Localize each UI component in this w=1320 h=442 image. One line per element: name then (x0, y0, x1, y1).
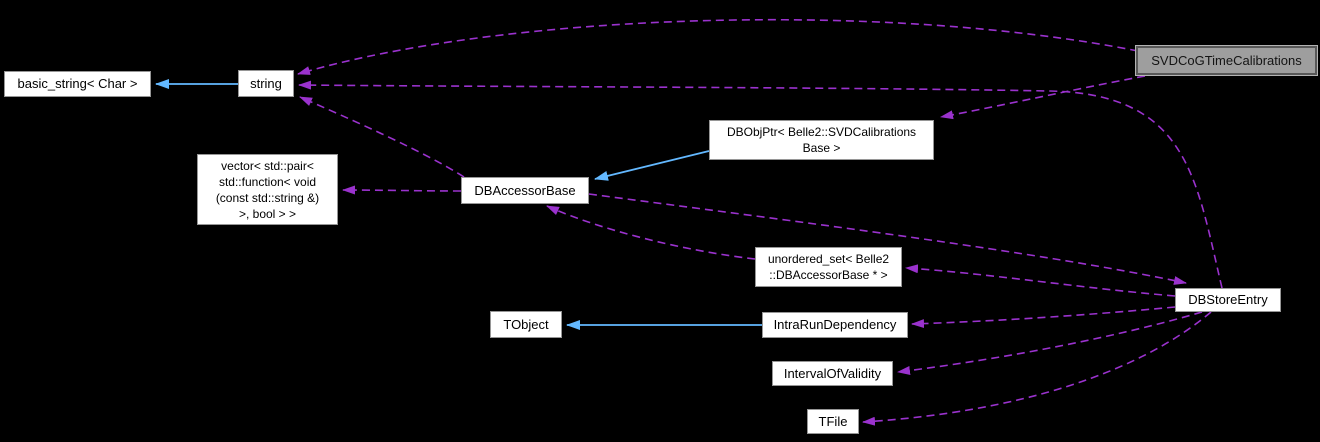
edge-dbstoreentry-to-intrarundependency (911, 306, 1176, 329)
edge-unordered-set-to-dbaccessorbase (546, 205, 756, 260)
edge-dbaccessorbase-to-string (299, 96, 465, 178)
edge-dbstoreentry-to-tfile (862, 311, 1212, 426)
node-intervalofvalidity[interactable]: IntervalOfValidity (772, 361, 893, 386)
edge-svdcogtimecalibrations-to-string (297, 18, 1139, 75)
node-unordered-set[interactable]: unordered_set< Belle2 ::DBAccessorBase *… (755, 247, 902, 287)
node-string[interactable]: string (238, 70, 294, 97)
node-dbaccessorbase[interactable]: DBAccessorBase (461, 177, 589, 204)
node-svdcogtimecalibrations: SVDCoGTimeCalibrations (1135, 45, 1318, 76)
node-tfile[interactable]: TFile (807, 409, 859, 434)
edge-dbaccessorbase-to-vector-pair-function (342, 185, 462, 195)
node-dbstoreentry[interactable]: DBStoreEntry (1175, 288, 1281, 312)
node-basic-string[interactable]: basic_string< Char > (4, 71, 151, 97)
edges-group (155, 18, 1223, 426)
node-tobject[interactable]: TObject (490, 311, 562, 338)
edge-dbobjptr-to-dbaccessorbase (594, 150, 710, 181)
edge-dbstoreentry-to-string (298, 80, 1223, 289)
node-vector-pair-function[interactable]: vector< std::pair< std::function< void (… (197, 154, 338, 225)
node-intrarundependency[interactable]: IntraRunDependency (762, 312, 908, 338)
node-dbobjptr[interactable]: DBObjPtr< Belle2::SVDCalibrations Base > (709, 120, 934, 160)
edge-dbstoreentry-to-unordered-set (905, 264, 1176, 297)
edge-svdcogtimecalibrations-to-dbobjptr (940, 75, 1146, 120)
edge-dbaccessorbase-to-dbstoreentry (588, 193, 1187, 285)
edge-dbstoreentry-to-intervalofvalidity (897, 311, 1203, 375)
